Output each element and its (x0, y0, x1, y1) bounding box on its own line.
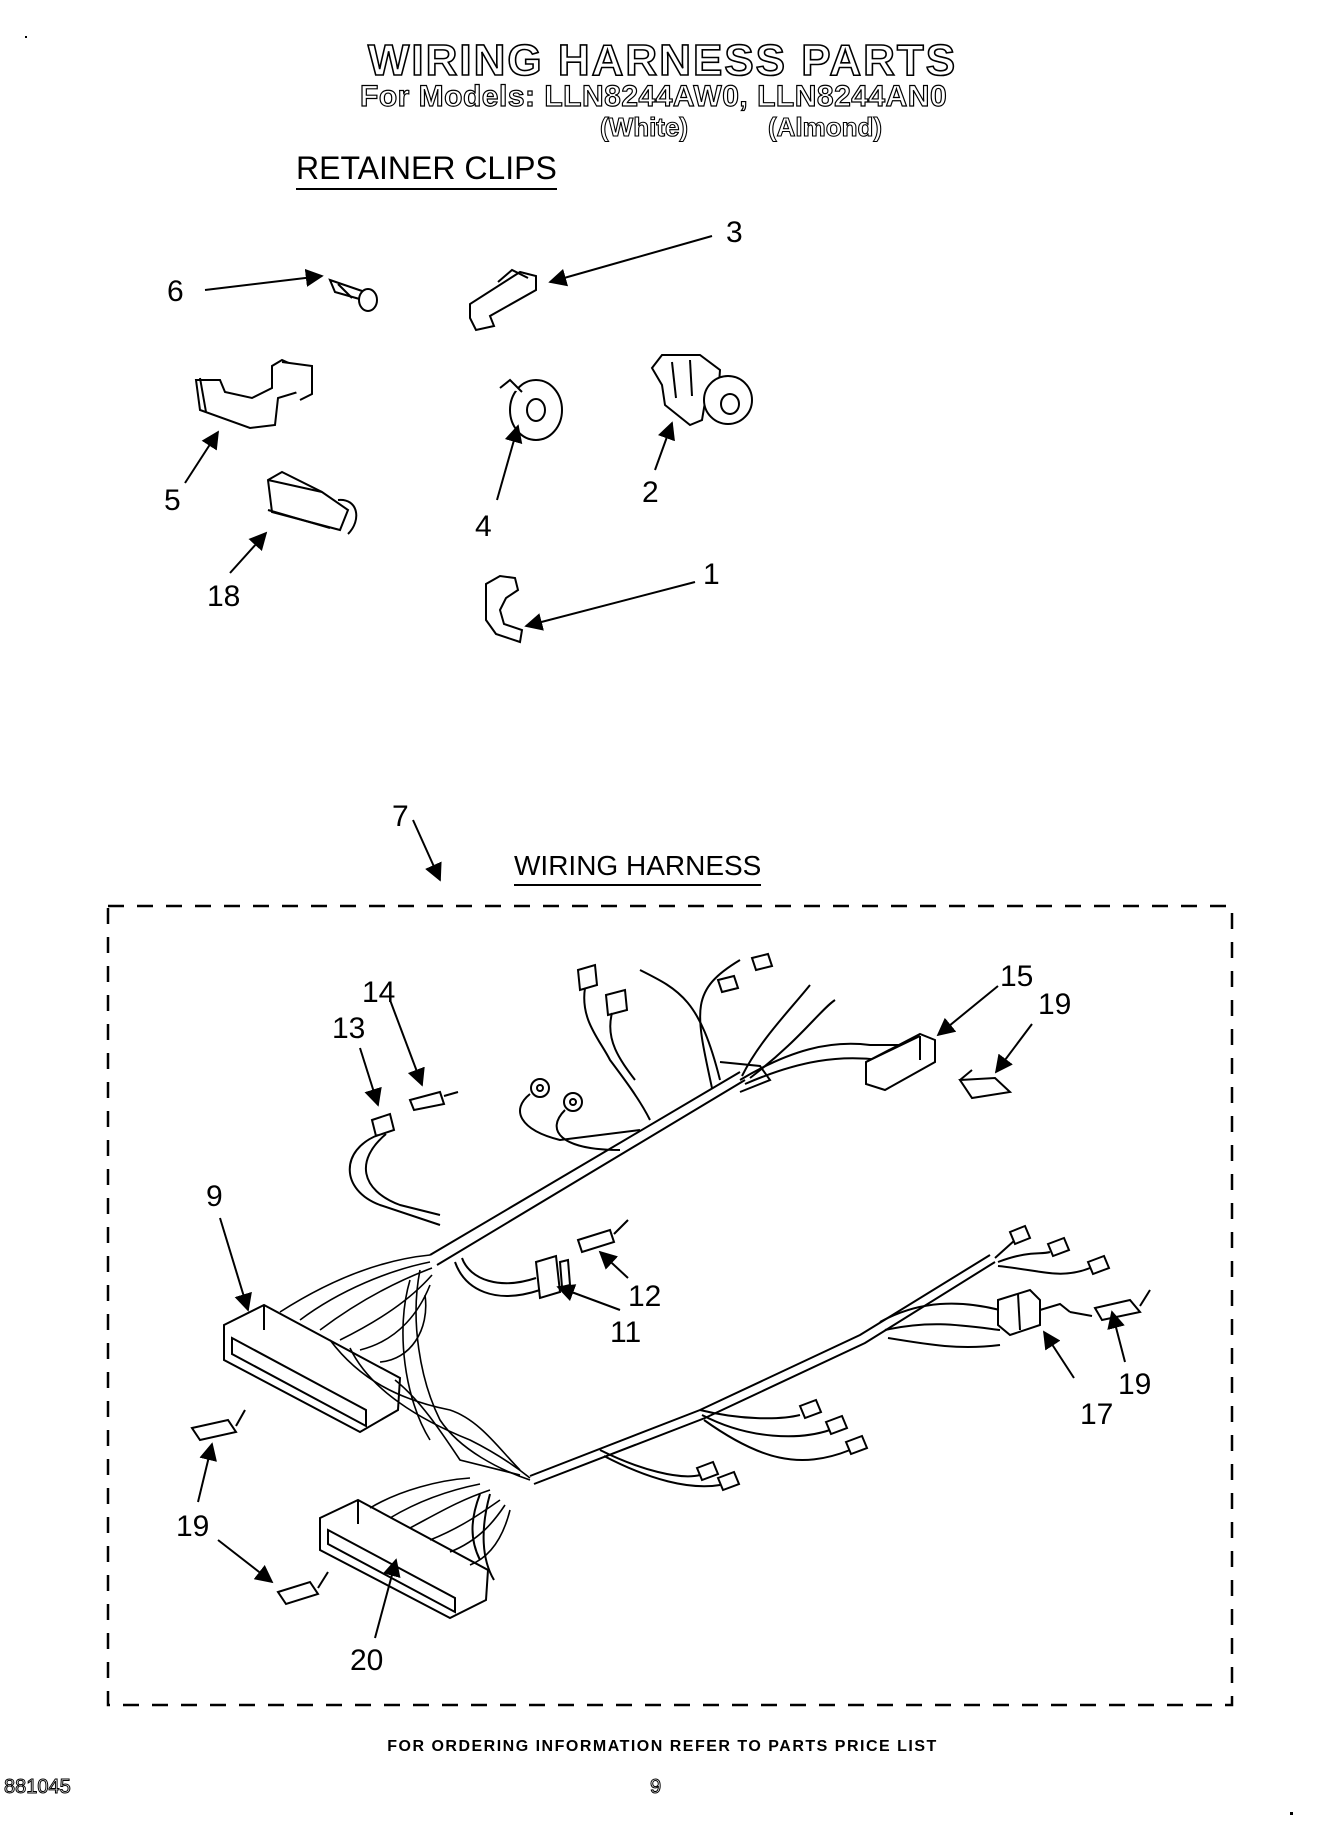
callout-19-right: 19 (1118, 1368, 1152, 1401)
top-spade-terminals (716, 952, 774, 994)
terminal-19-left (190, 1409, 246, 1442)
callout-2: 2 (642, 476, 659, 509)
callout-3: 3 (726, 216, 743, 249)
variant-white: (White) (599, 111, 689, 142)
callout-17: 17 (1080, 1398, 1114, 1431)
sensor-connectors (576, 963, 651, 1121)
callout-19-upper: 19 (1038, 988, 1072, 1021)
callout-1: 1 (703, 558, 720, 591)
callout-20: 20 (350, 1644, 384, 1677)
clip-5-drawing (194, 358, 313, 430)
clip-1-drawing (485, 574, 524, 644)
lower-branch-harness (471, 1239, 1091, 1581)
callout-12: 12 (628, 1280, 662, 1313)
clip-18-drawing (266, 470, 358, 535)
models-line: For Models: LLN8244AW0, LLN8244AN0 (359, 79, 948, 113)
wiring-harness-heading: WIRING HARNESS (514, 852, 762, 886)
callout-6: 6 (167, 275, 184, 308)
ring-terminals (519, 1078, 641, 1151)
callout-11: 11 (610, 1316, 642, 1349)
connector-17 (997, 1288, 1093, 1337)
clip-2-drawing (650, 354, 753, 427)
callout-7: 7 (392, 800, 409, 833)
connector-11 (454, 1254, 572, 1300)
main-harness-trunk (429, 959, 910, 1266)
harness-boundary (106, 904, 1234, 1707)
connector-9-wires (279, 1254, 531, 1481)
variant-almond: (Almond) (767, 111, 883, 142)
callout-14: 14 (362, 976, 396, 1009)
terminal-19-right (1093, 1289, 1151, 1322)
page-title: WIRING HARNESS PARTS (367, 35, 958, 86)
lower-spade-terminals (695, 1224, 1111, 1492)
connector-20-wires (369, 1477, 511, 1566)
retainer-leader-arrows (184, 235, 713, 631)
document-number: 881045 (4, 1776, 72, 1799)
callout-13: 13 (332, 1012, 366, 1045)
retainer-clips-heading: RETAINER CLIPS (296, 152, 557, 190)
harness-callout-arrows (197, 985, 1126, 1639)
ordering-info-footer: FOR ORDERING INFORMATION REFER TO PARTS … (387, 1738, 938, 1755)
terminal-19-upper-right (958, 1069, 1013, 1100)
page-number: 9 (649, 1776, 662, 1799)
corner-mark-bottom (1290, 1812, 1293, 1815)
clip-4-drawing (499, 378, 563, 441)
terminal-14 (408, 1090, 459, 1112)
terminal-19-bottom (276, 1571, 329, 1606)
terminal-12 (576, 1219, 629, 1254)
corner-mark-top (25, 36, 27, 38)
harness-leader-arrow (412, 819, 442, 882)
clip-3-drawing (469, 268, 537, 332)
callout-18: 18 (207, 580, 241, 613)
connector-9 (223, 1303, 402, 1434)
connector-13 (348, 1112, 441, 1226)
connector-20 (319, 1498, 490, 1620)
callout-5: 5 (164, 484, 181, 517)
clip-6-drawing (328, 278, 378, 312)
connector-15 (865, 1032, 936, 1092)
callout-19-left: 19 (176, 1510, 210, 1543)
callout-4: 4 (475, 510, 492, 543)
callout-9: 9 (206, 1180, 223, 1213)
callout-15: 15 (1000, 960, 1034, 993)
